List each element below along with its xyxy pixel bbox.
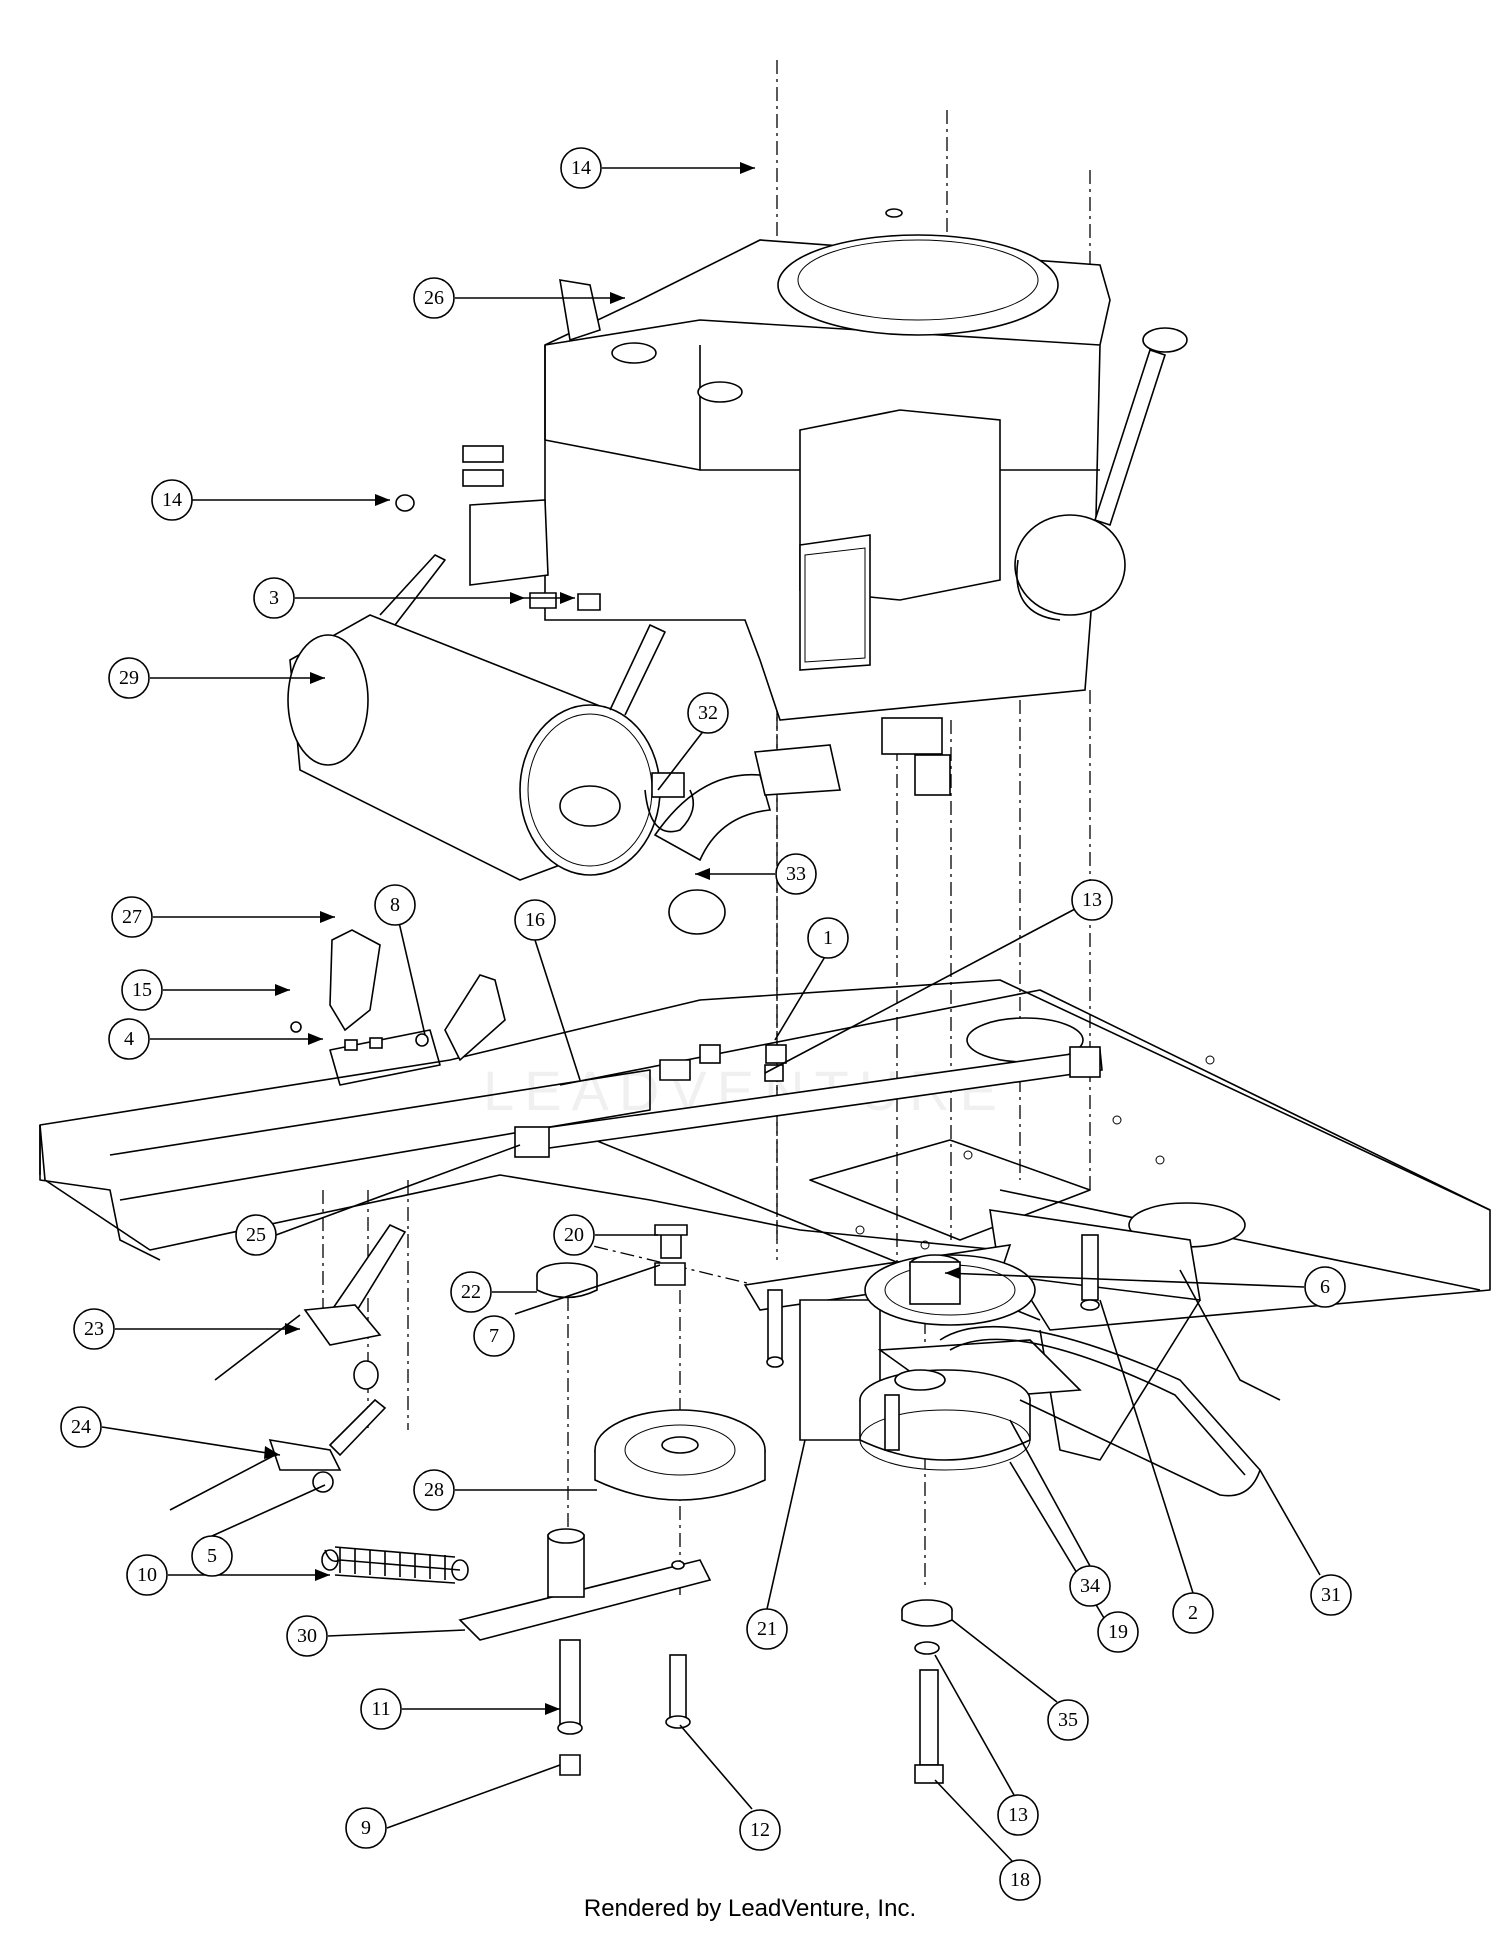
svg-text:26: 26 — [424, 287, 444, 309]
callout-29: 29 — [108, 657, 150, 699]
svg-text:28: 28 — [424, 1479, 444, 1501]
callout-19: 19 — [1097, 1611, 1139, 1653]
svg-text:11: 11 — [371, 1698, 390, 1720]
callout-13: 13 — [1071, 879, 1113, 921]
callout-13: 13 — [997, 1794, 1039, 1836]
callout-2: 2 — [1172, 1592, 1214, 1634]
control-linkages — [169, 1223, 469, 1584]
callout-bubbles: 14 26 14 3 29 32 33 27 8 15 16 1 13 4 25… — [60, 147, 1352, 1901]
svg-text:31: 31 — [1321, 1584, 1341, 1606]
leader-arrowheads — [264, 162, 960, 1715]
svg-text:2: 2 — [1188, 1602, 1198, 1624]
callout-22: 22 — [450, 1271, 492, 1313]
callout-30: 30 — [286, 1615, 328, 1657]
callout-26: 26 — [413, 277, 455, 319]
svg-text:10: 10 — [137, 1564, 157, 1586]
callout-33: 33 — [775, 853, 817, 895]
callout-16: 16 — [514, 899, 556, 941]
callout-20: 20 — [553, 1214, 595, 1256]
cable-rod — [514, 1044, 1103, 1158]
callout-34: 34 — [1069, 1565, 1111, 1607]
callout-7: 7 — [473, 1315, 515, 1357]
callout-23: 23 — [73, 1308, 115, 1350]
svg-text:14: 14 — [162, 489, 182, 511]
svg-text:19: 19 — [1108, 1621, 1128, 1643]
callout-1: 1 — [807, 917, 849, 959]
svg-text:35: 35 — [1058, 1709, 1078, 1731]
svg-text:27: 27 — [122, 906, 142, 928]
callout-27: 27 — [111, 896, 153, 938]
svg-text:25: 25 — [246, 1224, 266, 1246]
svg-text:5: 5 — [207, 1545, 217, 1567]
pto-clutch-assembly — [743, 1234, 1281, 1784]
callout-6: 6 — [1304, 1266, 1346, 1308]
callout-14: 14 — [151, 479, 193, 521]
engine — [544, 208, 1188, 796]
svg-text:21: 21 — [757, 1618, 777, 1640]
svg-text:7: 7 — [489, 1325, 499, 1347]
svg-text:8: 8 — [390, 894, 400, 916]
callout-9: 9 — [345, 1807, 387, 1849]
svg-text:32: 32 — [698, 702, 718, 724]
callout-8: 8 — [374, 884, 416, 926]
svg-text:13: 13 — [1082, 889, 1102, 911]
callout-32: 32 — [687, 692, 729, 734]
callout-10: 10 — [126, 1554, 168, 1596]
svg-text:3: 3 — [269, 587, 279, 609]
svg-text:1: 1 — [823, 927, 833, 949]
callout-21: 21 — [746, 1608, 788, 1650]
muffler — [287, 554, 841, 935]
callout-11: 11 — [360, 1688, 402, 1730]
svg-text:13: 13 — [1008, 1804, 1028, 1826]
svg-text:23: 23 — [84, 1318, 104, 1340]
callout-5: 5 — [191, 1535, 233, 1577]
svg-text:30: 30 — [297, 1625, 317, 1647]
callout-3: 3 — [253, 577, 295, 619]
svg-text:9: 9 — [361, 1817, 371, 1839]
footer-credit: Rendered by LeadVenture, Inc. — [583, 1895, 917, 1922]
svg-text:20: 20 — [564, 1224, 584, 1246]
callout-18: 18 — [999, 1859, 1041, 1901]
svg-text:24: 24 — [71, 1416, 91, 1438]
svg-text:6: 6 — [1320, 1276, 1330, 1298]
callout-15: 15 — [121, 969, 163, 1011]
callout-31: 31 — [1310, 1574, 1352, 1616]
callout-14: 14 — [560, 147, 602, 189]
callout-24: 24 — [60, 1406, 102, 1448]
callout-12: 12 — [739, 1809, 781, 1851]
svg-text:15: 15 — [132, 979, 152, 1001]
callout-4: 4 — [108, 1018, 150, 1060]
callout-28: 28 — [413, 1469, 455, 1511]
svg-text:16: 16 — [525, 909, 545, 931]
svg-text:4: 4 — [124, 1028, 134, 1050]
svg-text:14: 14 — [571, 157, 591, 179]
cable-bracket — [290, 929, 506, 1086]
svg-text:33: 33 — [786, 863, 806, 885]
svg-text:29: 29 — [119, 667, 139, 689]
svg-text:18: 18 — [1010, 1869, 1030, 1891]
muffler-heat-shield-bracket — [395, 445, 549, 586]
callout-35: 35 — [1047, 1699, 1089, 1741]
svg-text:22: 22 — [461, 1281, 481, 1303]
idler-pulley-assembly — [458, 1224, 766, 1776]
svg-text:12: 12 — [750, 1819, 770, 1841]
svg-text:34: 34 — [1080, 1575, 1100, 1597]
callout-25: 25 — [235, 1214, 277, 1256]
